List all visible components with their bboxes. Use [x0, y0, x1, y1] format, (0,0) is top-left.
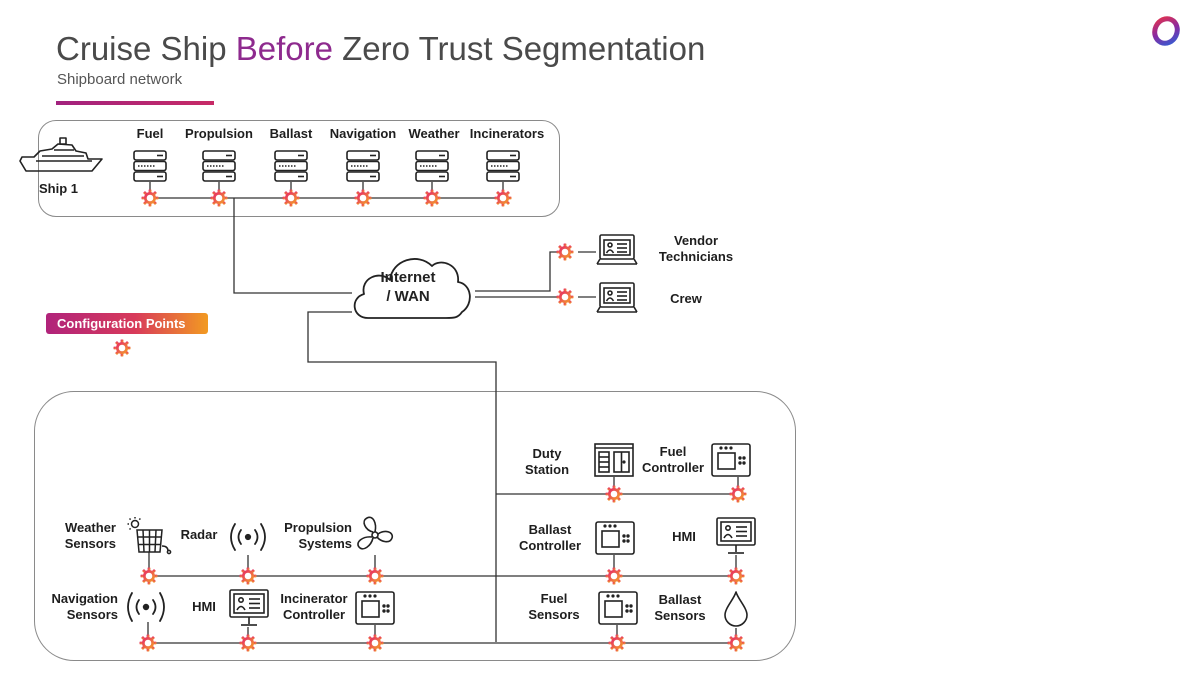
gear-icon: [366, 567, 384, 585]
gear-icon: [140, 567, 158, 585]
gear-icon: [727, 567, 745, 585]
hmi-right-label: HMI: [672, 529, 696, 544]
server-icon: [274, 150, 308, 182]
propulsion-systems-line1: Propulsion: [284, 520, 352, 535]
system-label-fuel: Fuel: [136, 126, 164, 141]
fuel-sensors-line2: Sensors: [528, 607, 580, 622]
title-pre: Cruise Ship: [56, 30, 236, 67]
system-label-navigation: Navigation: [329, 126, 397, 141]
duty-station-icon: [594, 443, 634, 477]
navigation-sensors-line1: Navigation: [51, 591, 118, 606]
gear-icon: [605, 567, 623, 585]
fuel-controller-line2: Controller: [641, 460, 705, 475]
gear-icon: [727, 634, 745, 652]
ship-label: Ship 1: [39, 181, 79, 196]
duty-label-line2: Station: [524, 462, 570, 477]
page-title: Cruise Ship Before Zero Trust Segmentati…: [56, 30, 705, 68]
controller-icon: [598, 591, 638, 625]
gear-icon: [729, 485, 747, 503]
system-label-incinerators: Incinerators: [469, 126, 545, 141]
gear-icon: [423, 189, 441, 207]
system-label-weather: Weather: [408, 126, 460, 141]
onboard-network-box: [34, 391, 796, 661]
page-subtitle: Shipboard network: [57, 71, 183, 88]
title-underline: [56, 101, 214, 105]
server-icon: [202, 150, 236, 182]
gear-icon: [113, 339, 131, 357]
title-post: Zero Trust Segmentation: [332, 30, 706, 67]
radar-icon: [230, 523, 266, 551]
ballast-sensors-line2: Sensors: [654, 608, 706, 623]
controller-icon: [355, 591, 395, 625]
gear-icon: [605, 485, 623, 503]
server-icon: [133, 150, 167, 182]
incinerator-controller-line1: Incinerator: [280, 591, 348, 606]
radar-icon: [127, 592, 165, 622]
solar-panel-icon: [127, 517, 172, 555]
radar-label: Radar: [180, 527, 218, 542]
gear-icon: [139, 634, 157, 652]
gear-icon: [556, 243, 574, 261]
logo-icon: [1152, 16, 1180, 46]
computer-monitor-icon: [716, 517, 756, 554]
ballast-sensors-line1: Ballast: [658, 592, 702, 607]
hmi-left-label: HMI: [192, 599, 216, 614]
ship-network-box: [38, 120, 560, 217]
cloud-line-2: / WAN: [386, 288, 430, 305]
cloud-line-1: Internet: [380, 269, 436, 286]
laptop-icon: [596, 282, 638, 313]
ballast-controller-line2: Controller: [518, 538, 582, 553]
weather-sensors-line2: Sensors: [64, 536, 116, 551]
gear-icon: [494, 189, 512, 207]
gear-icon: [608, 634, 626, 652]
incinerator-controller-line2: Controller: [282, 607, 346, 622]
vendor-label-line1: Vendor: [673, 233, 719, 248]
ship-icon: [19, 137, 103, 172]
computer-monitor-icon: [229, 589, 269, 626]
gear-icon: [239, 567, 257, 585]
title-highlight: Before: [235, 30, 333, 67]
vendor-label-line2: Technicians: [658, 249, 734, 264]
server-icon: [486, 150, 520, 182]
server-icon: [415, 150, 449, 182]
controller-icon: [595, 521, 635, 555]
propulsion-systems-line2: Systems: [298, 536, 352, 551]
fuel-sensors-line1: Fuel: [540, 591, 568, 606]
configuration-points-legend: Configuration Points: [46, 313, 208, 334]
system-label-ballast: Ballast: [269, 126, 313, 141]
crew-label: Crew: [670, 291, 702, 306]
gear-icon: [239, 634, 257, 652]
weather-sensors-line1: Weather: [64, 520, 116, 535]
ballast-controller-line1: Ballast: [528, 522, 572, 537]
server-icon: [346, 150, 380, 182]
gear-icon: [354, 189, 372, 207]
controller-icon: [711, 443, 751, 477]
cloud-label: Internet / WAN: [368, 268, 448, 306]
navigation-sensors-line2: Sensors: [66, 607, 118, 622]
gear-icon: [210, 189, 228, 207]
gear-icon: [556, 288, 574, 306]
duty-label-line1: Duty: [532, 446, 562, 461]
water-drop-icon: [724, 591, 748, 627]
fan-icon: [357, 516, 394, 550]
gear-icon: [141, 189, 159, 207]
laptop-icon: [596, 234, 638, 265]
fuel-controller-line1: Fuel: [659, 444, 687, 459]
system-label-propulsion: Propulsion: [185, 126, 253, 141]
cloud-icon: [353, 258, 471, 319]
gear-icon: [282, 189, 300, 207]
gear-icon: [366, 634, 384, 652]
